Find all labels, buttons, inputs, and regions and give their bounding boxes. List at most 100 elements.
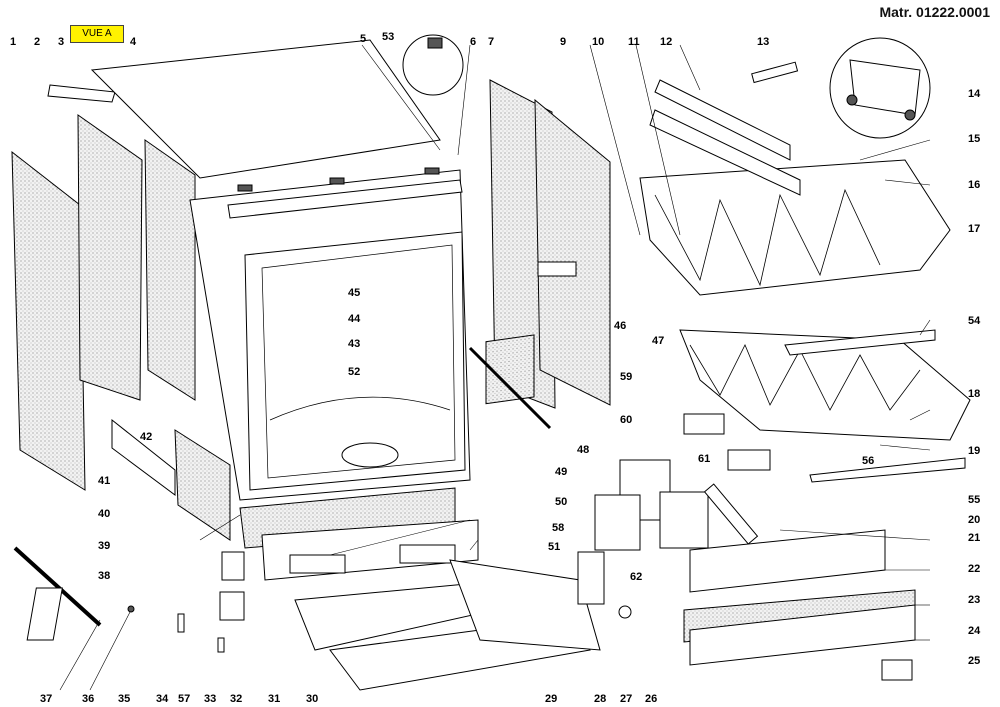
plinth-slot-b: [399, 544, 456, 564]
sump: [341, 442, 399, 468]
callout-17: 17: [968, 223, 980, 235]
side-panel-right: [534, 98, 611, 406]
callout-20: 20: [968, 514, 980, 526]
callout-9: 9: [560, 36, 566, 48]
callout-26: 26: [645, 693, 657, 705]
callout-31: 31: [268, 693, 280, 705]
callout-27: 27: [620, 693, 632, 705]
callout-48: 48: [577, 444, 589, 456]
callout-1: 1: [10, 36, 16, 48]
callout-3: 3: [58, 36, 64, 48]
callout-37: 37: [40, 693, 52, 705]
door-frame-40: [111, 418, 176, 496]
bar-37: [13, 546, 102, 627]
upper-basket-wires: [654, 188, 881, 287]
callout-44: 44: [348, 313, 361, 325]
callout-34: 34: [156, 693, 169, 705]
top-strip: [47, 84, 116, 103]
wheel-14b: [904, 109, 916, 121]
callout-18: 18: [968, 388, 980, 400]
callout-59: 59: [620, 371, 632, 383]
callout-41: 41: [98, 475, 110, 487]
callout-12: 12: [660, 36, 672, 48]
spray-arm-21: [703, 483, 759, 545]
wheel-track-55: [809, 457, 966, 483]
callout-19: 19: [968, 445, 980, 457]
callout-62: 62: [630, 571, 642, 583]
callout-15: 15: [968, 133, 980, 145]
callout-14: 14: [968, 88, 981, 100]
bracket-25: [881, 659, 913, 681]
callout-22: 22: [968, 563, 980, 575]
cutlery-basket-c: [594, 494, 641, 551]
insulation-inner: [144, 139, 196, 401]
door-hatch-39: [174, 429, 231, 541]
worktop: [90, 39, 441, 179]
callout-29: 29: [545, 693, 557, 705]
cup-rack-12: [654, 79, 791, 161]
callout-28: 28: [594, 693, 606, 705]
callout-39: 39: [98, 540, 110, 552]
callout-7: 7: [488, 36, 494, 48]
callout-5: 5: [360, 33, 366, 45]
callout-50: 50: [555, 496, 567, 508]
callout-40: 40: [98, 508, 110, 520]
grate-20: [727, 449, 771, 471]
detail-circle-53: [402, 34, 464, 96]
door-panel: [485, 334, 535, 405]
callout-2: 2: [34, 36, 40, 48]
callout-46: 46: [614, 320, 626, 332]
bracket-57: [221, 551, 245, 581]
hinge-clip-b: [329, 177, 345, 185]
callout-33: 33: [204, 693, 216, 705]
base-pan: [449, 559, 601, 651]
callout-6: 6: [470, 36, 476, 48]
cutlery-basket-b: [659, 491, 709, 549]
callout-55: 55: [968, 494, 980, 506]
door-seal: [261, 244, 456, 479]
callout-30: 30: [306, 693, 318, 705]
wheel-14a: [846, 94, 858, 106]
plinth-slot-a: [289, 554, 346, 574]
callout-58: 58: [552, 522, 564, 534]
callout-51: 51: [548, 541, 560, 553]
callout-54: 54: [968, 315, 981, 327]
callout-56: 56: [862, 455, 874, 467]
callout-57: 57: [178, 693, 190, 705]
callout-36: 36: [82, 693, 94, 705]
callout-32: 32: [230, 693, 242, 705]
upper-basket: [639, 159, 951, 296]
rail-22: [689, 529, 886, 593]
callout-16: 16: [968, 179, 980, 191]
wheel-track-54: [784, 329, 936, 356]
bolt-34: [177, 613, 185, 633]
callout-35: 35: [118, 693, 130, 705]
callout-4: 4: [130, 36, 137, 48]
callout-61: 61: [698, 453, 710, 465]
callout-23: 23: [968, 594, 980, 606]
basket-top-11: [649, 109, 801, 196]
callout-11: 11: [628, 36, 640, 48]
callout-25: 25: [968, 655, 980, 667]
callout-47: 47: [652, 335, 664, 347]
hinge-clip-c: [424, 167, 440, 175]
callout-24: 24: [968, 625, 981, 637]
callout-43: 43: [348, 338, 360, 350]
side-panel-left: [11, 150, 86, 491]
view-a-tag: VUE A: [70, 25, 124, 43]
matriculation-number: Matr. 01222.0001: [879, 4, 990, 20]
cover-28: [577, 551, 605, 605]
grate-61: [683, 413, 725, 435]
callout-21: 21: [968, 532, 980, 544]
screw-36: [127, 605, 135, 613]
callout-53: 53: [382, 31, 394, 43]
callout-38: 38: [98, 570, 110, 582]
tub-floor: [269, 396, 451, 421]
comb-13: [751, 61, 799, 84]
panel-bracket: [537, 261, 577, 277]
callout-13: 13: [757, 36, 769, 48]
detail-part-53: [427, 37, 443, 49]
pin-33: [217, 637, 225, 653]
leader-lines: [59, 44, 931, 691]
